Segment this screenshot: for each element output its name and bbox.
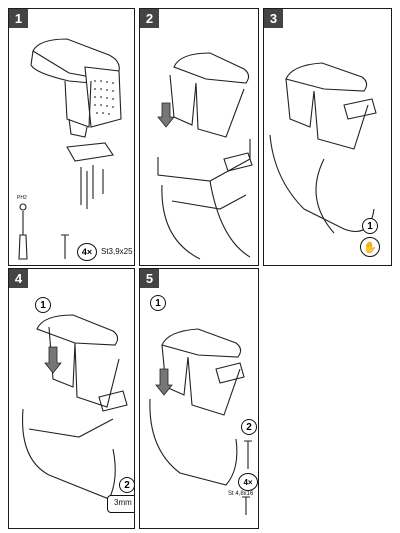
screwdriver-label: PH2 xyxy=(17,195,27,201)
hex-key-callout: 3mm xyxy=(107,495,134,513)
step-3-panel: 3 1 ✋ xyxy=(263,8,392,266)
screw-spec: St3,9x25 xyxy=(101,247,133,256)
screw-quantity-badge: 4× xyxy=(238,473,258,491)
step-number: 5 xyxy=(140,269,159,288)
substep-badge-2: 2 xyxy=(119,477,134,493)
step-number: 3 xyxy=(264,9,283,28)
hex-key-size: 3mm xyxy=(114,498,132,507)
final-fixing-illustration xyxy=(149,328,252,515)
step-2-panel: 2 xyxy=(139,8,259,266)
step-5-panel: 5 1 2 4× St 4,8x16 xyxy=(139,268,259,529)
substep-badge-2: 2 xyxy=(241,419,257,435)
armrest-exploded-illustration xyxy=(18,38,122,260)
step-4-panel: 4 1 2 3mm xyxy=(8,268,135,529)
push-lock-icon: ✋ xyxy=(360,237,380,257)
armrest-secure-illustration xyxy=(21,314,128,500)
step-number: 1 xyxy=(9,9,28,28)
screw-spec: St 4,8x16 xyxy=(228,491,254,497)
armrest-install-illustration xyxy=(157,52,253,260)
step-1-panel: 1 PH2 4× St3,9 xyxy=(8,8,135,266)
screw-quantity-badge: 4× xyxy=(77,243,97,261)
substep-badge: 1 xyxy=(362,218,378,234)
step-number: 2 xyxy=(140,9,159,28)
substep-badge-1: 1 xyxy=(35,297,51,313)
substep-badge-1: 1 xyxy=(150,295,166,311)
step-number: 4 xyxy=(9,269,28,288)
